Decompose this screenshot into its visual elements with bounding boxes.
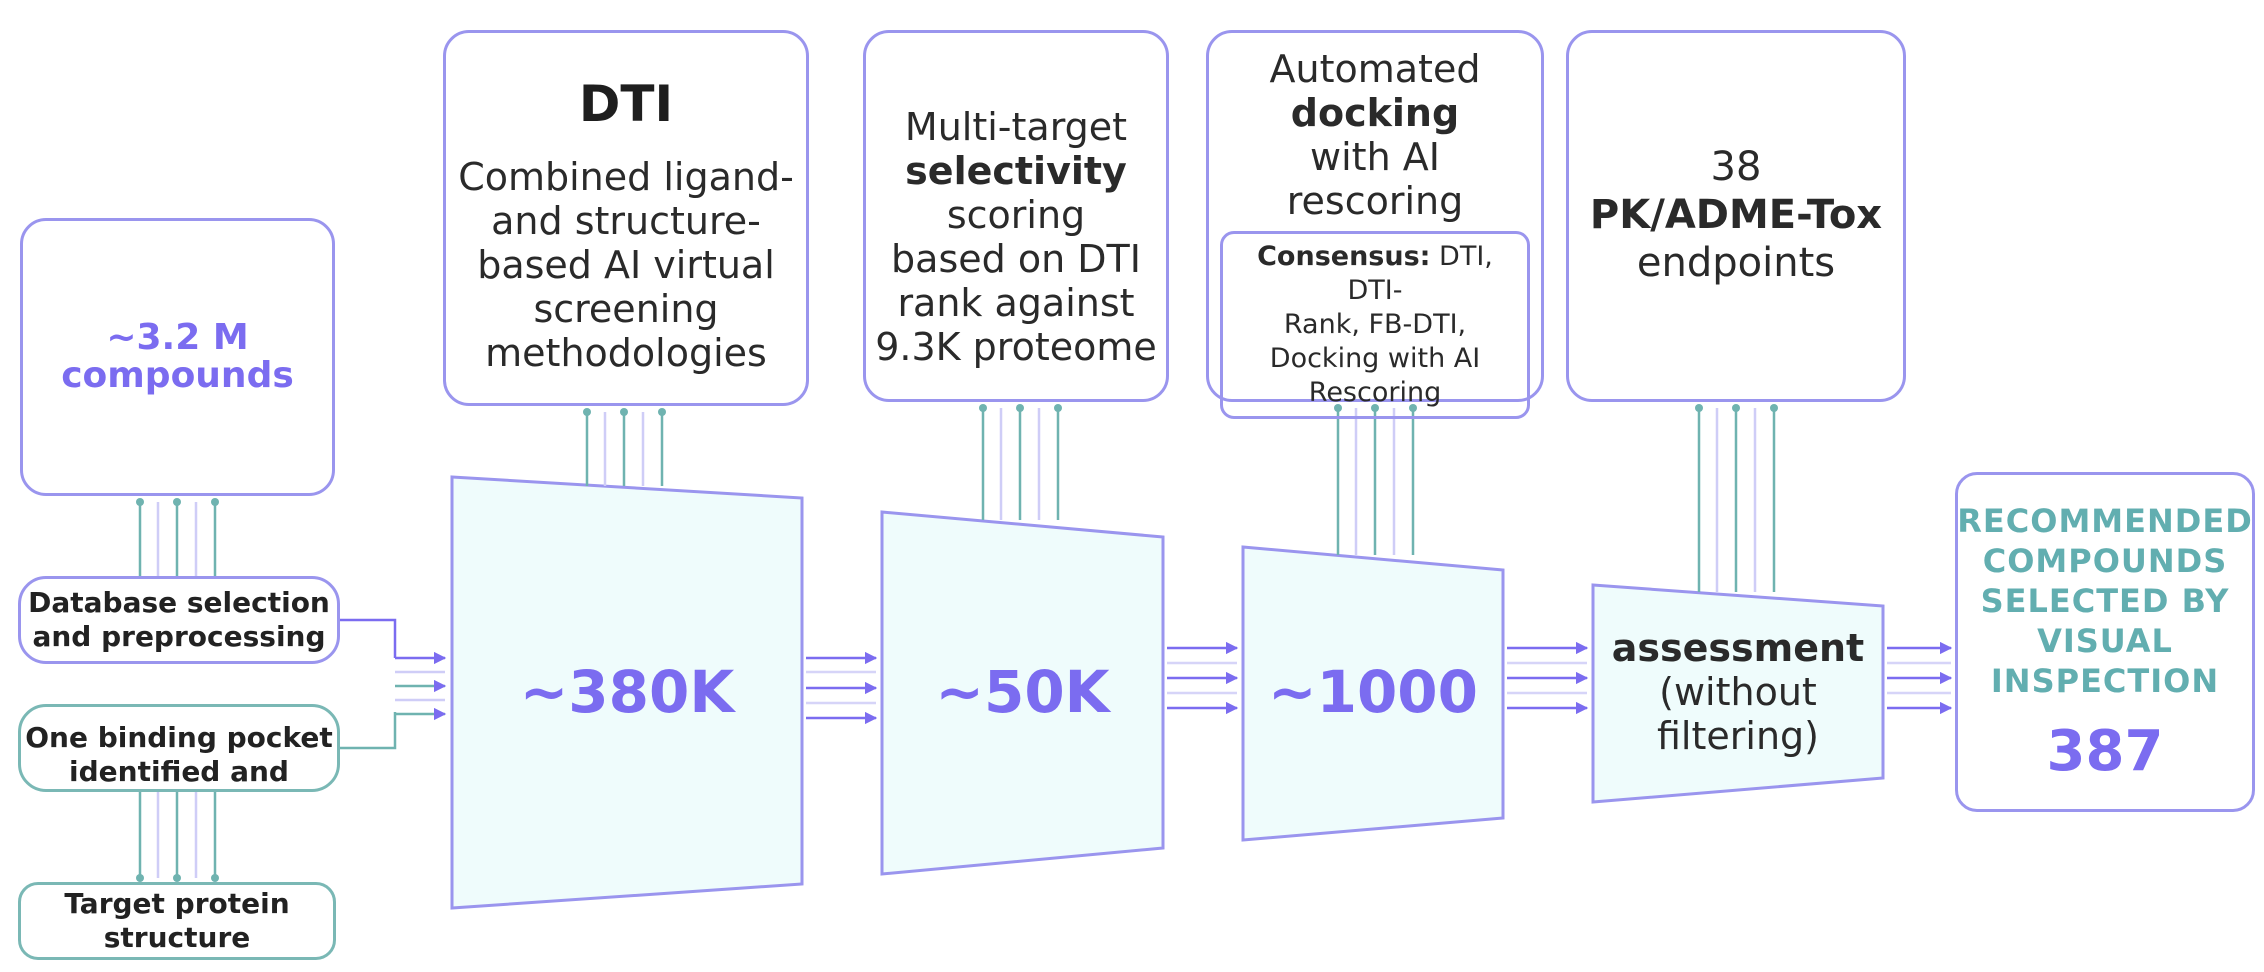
admet-bold: PK/ADME-Tox <box>1589 192 1883 238</box>
consensus-label: Consensus: <box>1257 241 1431 272</box>
arrows-3 <box>1507 641 1589 715</box>
funnel-admet-line-3: filtering) <box>1657 714 1819 758</box>
dti-line-3: based AI virtual <box>477 243 775 287</box>
arrows-1 <box>806 651 878 725</box>
database-selection-line2: and preprocessing <box>32 620 326 653</box>
result-line-5: INSPECTION <box>1990 661 2220 700</box>
database-selection-line1: Database selection <box>28 586 330 619</box>
arrows-4 <box>1887 641 1953 715</box>
target-protein-line1: Target protein <box>64 887 290 920</box>
selectivity-line-3: scoring <box>946 193 1086 237</box>
input-merge <box>338 618 447 750</box>
admet-line-3: endpoints <box>1636 240 1836 286</box>
funnel-admet-text: assessment (without filtering) <box>1593 626 1883 758</box>
compounds-count: ~3.2 M <box>106 317 249 358</box>
compounds-box: ~3.2 M compounds <box>20 218 335 496</box>
consensus-text-3: Docking with AI <box>1269 343 1481 374</box>
dti-line-1: Combined ligand- <box>458 155 794 199</box>
admet-box: 38 PK/ADME-Tox endpoints <box>1566 30 1906 402</box>
connector-compounds <box>136 498 219 576</box>
docking-line-1: Automated <box>1269 47 1481 91</box>
connector-dti <box>583 408 666 486</box>
result-line-1: RECOMMENDED <box>1957 501 2253 540</box>
connector-target <box>136 792 219 882</box>
docking-bold: docking <box>1290 91 1460 135</box>
consensus-box: Consensus: DTI, DTI- Rank, FB-DTI, Docki… <box>1220 231 1530 419</box>
compounds-label: compounds <box>61 355 294 396</box>
funnel-selectivity <box>880 510 1165 876</box>
consensus-text-2: Rank, FB-DTI, <box>1283 309 1467 340</box>
result-line-4: VISUAL <box>2037 621 2173 660</box>
funnel-dti-count: ~380K <box>519 658 735 726</box>
database-selection-box: Database selection and preprocessing <box>18 576 340 664</box>
dti-line-4: screening <box>533 287 719 331</box>
result-line-2: COMPOUNDS <box>1982 541 2228 580</box>
selectivity-line-4: based on DTI <box>891 237 1141 281</box>
selectivity-box: Multi-target selectivity scoring based o… <box>863 30 1169 402</box>
funnel-admet-line-2: (without <box>1659 670 1817 714</box>
dti-line-2: and structure- <box>491 199 761 243</box>
selectivity-line-5: rank against <box>897 281 1135 325</box>
consensus-text-4: Rescoring <box>1308 377 1442 408</box>
binding-pocket-line2: identified and <box>69 755 289 788</box>
dti-title: DTI <box>578 75 674 133</box>
binding-pocket-line1: One binding pocket <box>25 721 333 754</box>
selectivity-bold: selectivity <box>905 149 1127 193</box>
funnel-docking <box>1241 545 1505 842</box>
dti-line-5: methodologies <box>485 331 767 375</box>
connector-selectivity <box>979 404 1062 520</box>
funnel-admet <box>1591 583 1885 804</box>
admet-count: 38 <box>1710 144 1762 190</box>
result-line-3: SELECTED BY <box>1980 581 2230 620</box>
funnel-dti <box>450 475 804 910</box>
dti-box: DTI Combined ligand- and structure- base… <box>443 30 809 406</box>
docking-line-4: rescoring <box>1286 179 1464 223</box>
consensus-text-1: DTI, DTI- <box>1347 241 1493 306</box>
arrows-2 <box>1167 641 1239 715</box>
funnel-admet-bold: assessment <box>1611 626 1865 670</box>
binding-pocket-box: One binding pocket identified and <box>18 704 340 792</box>
target-protein-box: Target protein structure <box>18 882 336 960</box>
funnel-docking-count: ~1000 <box>1267 658 1479 726</box>
selectivity-line-1: Multi-target <box>904 105 1128 149</box>
selectivity-line-6: 9.3K proteome <box>875 325 1157 369</box>
target-protein-line2: structure <box>103 921 251 954</box>
result-box: RECOMMENDED COMPOUNDS SELECTED BY VISUAL… <box>1955 472 2255 812</box>
docking-line-3: with AI <box>1310 135 1440 179</box>
docking-box: Automated docking with AI rescoring Cons… <box>1206 30 1544 419</box>
connector-docking <box>1334 404 1417 555</box>
funnel-selectivity-count: ~50K <box>935 658 1110 726</box>
result-count: 387 <box>2046 718 2164 784</box>
connector-admet <box>1695 404 1778 592</box>
